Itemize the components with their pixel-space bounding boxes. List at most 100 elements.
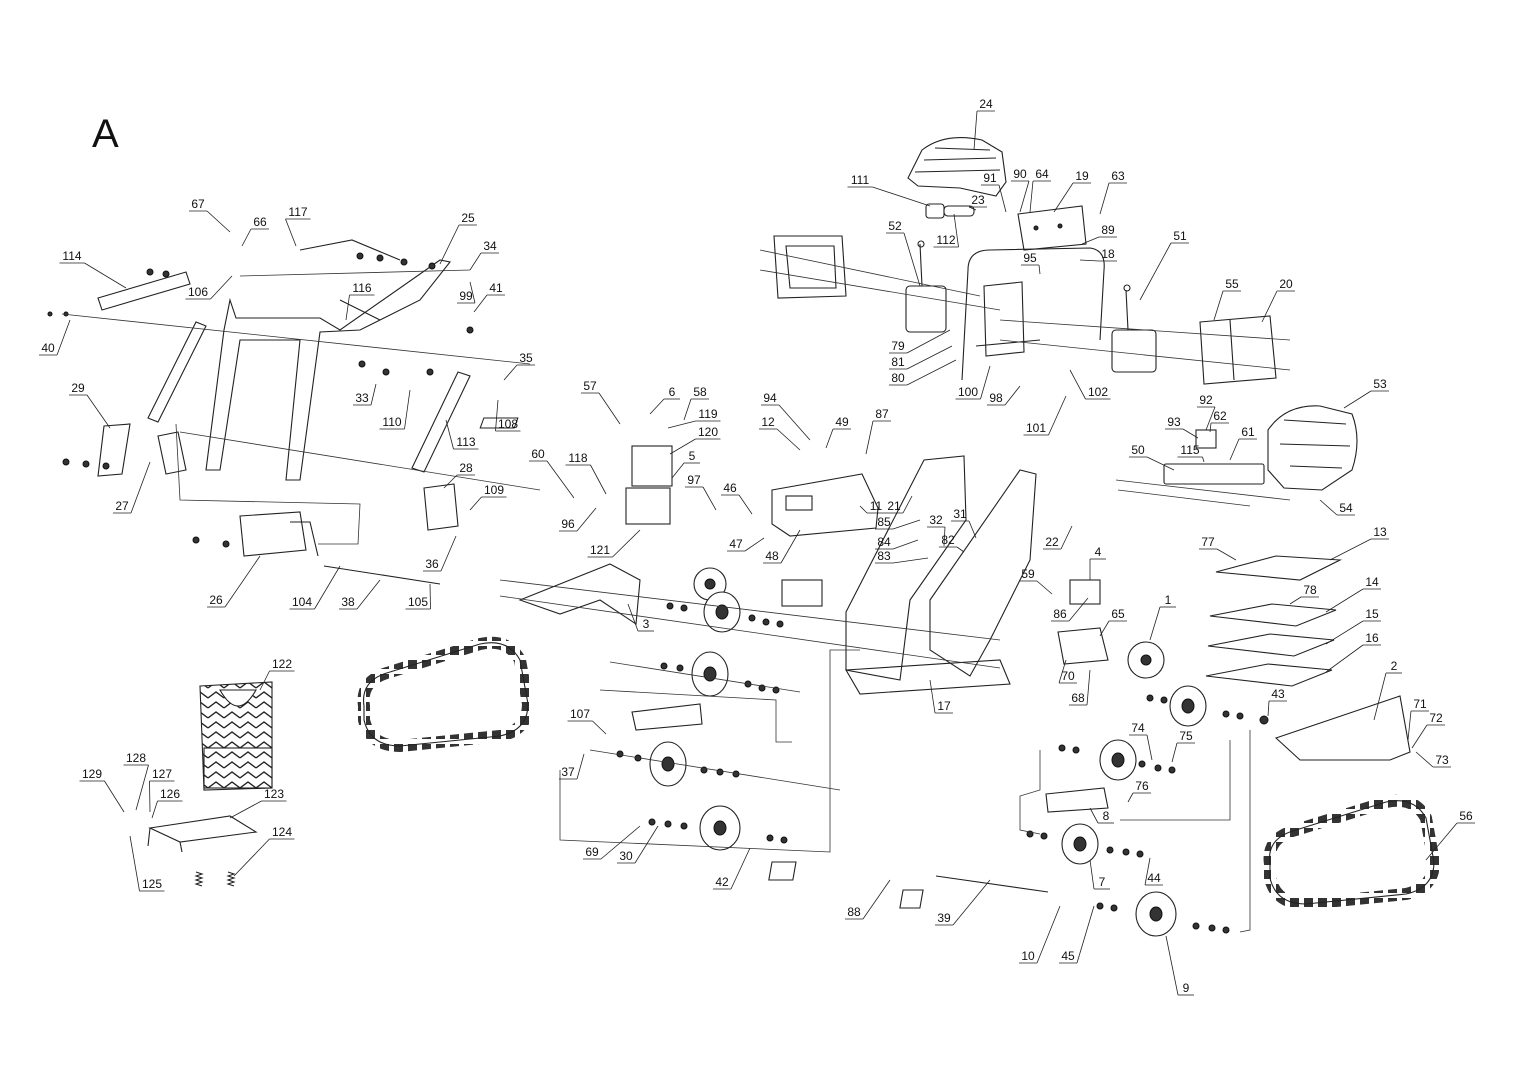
callout-label: 125 — [142, 877, 162, 891]
callout-leader — [667, 420, 696, 429]
callout-label: 12 — [761, 415, 775, 429]
callout-label: 37 — [561, 765, 575, 779]
callout-47: 47 — [727, 537, 765, 552]
callout-leader — [469, 496, 482, 511]
callout-128: 128 — [123, 751, 149, 811]
callout-label: 120 — [698, 425, 718, 439]
callout-leader — [1171, 742, 1178, 763]
callout-leader — [345, 294, 350, 321]
callout-leader — [1146, 456, 1175, 471]
control-bracket — [1017, 205, 1087, 251]
callout-38: 38 — [339, 579, 381, 610]
callout-34: 34 — [469, 239, 499, 271]
callout-36: 36 — [423, 535, 457, 572]
callout-leader — [906, 329, 951, 354]
callout-44: 44 — [1144, 857, 1163, 886]
drive-motor — [1057, 627, 1109, 665]
callout-label: 68 — [1071, 691, 1085, 705]
callout-label: 124 — [272, 825, 292, 839]
callout-leader — [445, 419, 454, 450]
road-wheel-9 — [1135, 891, 1177, 937]
callout-10: 10 — [1019, 905, 1061, 964]
valve-mount-plate — [983, 281, 1025, 357]
callout-28: 28 — [443, 461, 475, 489]
deck-plate-14 — [1209, 603, 1337, 627]
callout-label: 48 — [765, 549, 779, 563]
axle-rod — [323, 565, 441, 585]
callout-label: 5 — [689, 449, 696, 463]
callout-leader — [892, 539, 919, 550]
callout-label: 43 — [1271, 687, 1285, 701]
callout-leader — [1139, 242, 1172, 301]
callout-label: 88 — [847, 905, 861, 919]
callout-label: 41 — [489, 281, 503, 295]
callout-70: 70 — [1058, 659, 1077, 684]
callout-20: 20 — [1261, 277, 1295, 323]
callout-leader — [952, 879, 991, 926]
chassis-plate-left — [845, 455, 967, 681]
callout-label: 53 — [1373, 377, 1387, 391]
left-guard-cage — [773, 235, 847, 299]
callout-label: 104 — [292, 595, 312, 609]
callout-73: 73 — [1415, 751, 1451, 768]
callout-label: 64 — [1035, 167, 1049, 181]
callout-40: 40 — [39, 319, 71, 356]
callout-label: 11 — [870, 499, 883, 513]
callout-label: 33 — [355, 391, 369, 405]
callout-label: 54 — [1339, 501, 1353, 515]
callout-label: 31 — [953, 507, 967, 521]
control-valve-right — [1111, 329, 1157, 373]
callout-label: 24 — [979, 97, 993, 111]
callout-58: 58 — [683, 385, 709, 421]
callout-label: 39 — [937, 911, 951, 925]
callout-leader — [404, 389, 411, 430]
callout-106: 106 — [185, 275, 233, 300]
callout-5: 5 — [671, 449, 700, 479]
callout-leader — [980, 365, 991, 400]
callout-leader — [600, 825, 641, 860]
callout-leader — [906, 345, 953, 370]
sheet-letter: A — [92, 112, 119, 156]
callout-leader — [129, 835, 140, 892]
callout-127: 127 — [149, 767, 175, 813]
callout-label: 34 — [483, 239, 497, 253]
callout-label: 106 — [188, 285, 208, 299]
road-wheel-74 — [1099, 739, 1137, 781]
callout-13: 13 — [1329, 525, 1389, 561]
callout-19: 19 — [1053, 169, 1091, 213]
callout-label: 4 — [1095, 545, 1102, 559]
lower-axle — [239, 511, 307, 557]
right-guard-cage — [1199, 315, 1277, 385]
callout-leader — [892, 557, 929, 564]
callout-61: 61 — [1229, 425, 1257, 461]
callout-leader — [1036, 580, 1053, 595]
callout-leader — [780, 529, 801, 564]
callout-label: 96 — [561, 517, 575, 531]
callout-label: 30 — [619, 849, 633, 863]
callout-label: 95 — [1023, 251, 1037, 265]
callout-102: 102 — [1069, 369, 1111, 400]
assembly-lines — [61, 249, 1291, 933]
callout-label: 100 — [958, 385, 978, 399]
callout-label: 66 — [253, 215, 267, 229]
callout-111: 111 — [847, 173, 931, 207]
callout-53: 53 — [1343, 377, 1389, 409]
callout-72: 72 — [1411, 711, 1445, 749]
callout-leader — [592, 720, 607, 735]
callout-label: 18 — [1101, 247, 1115, 261]
callout-label: 126 — [160, 787, 180, 801]
access-cover — [148, 815, 258, 843]
callout-leader — [598, 392, 621, 425]
callout-leader — [1319, 499, 1338, 516]
callout-26: 26 — [207, 555, 261, 608]
callout-31: 31 — [951, 507, 977, 539]
bracket-right — [423, 483, 459, 531]
callout-leader — [1144, 857, 1151, 886]
callout-37: 37 — [559, 753, 585, 780]
bogie-bar-right — [1045, 787, 1109, 813]
oil-pump — [1069, 579, 1101, 605]
tension-rod — [935, 875, 1049, 893]
callout-leader — [469, 281, 476, 304]
callout-leader — [576, 507, 597, 532]
